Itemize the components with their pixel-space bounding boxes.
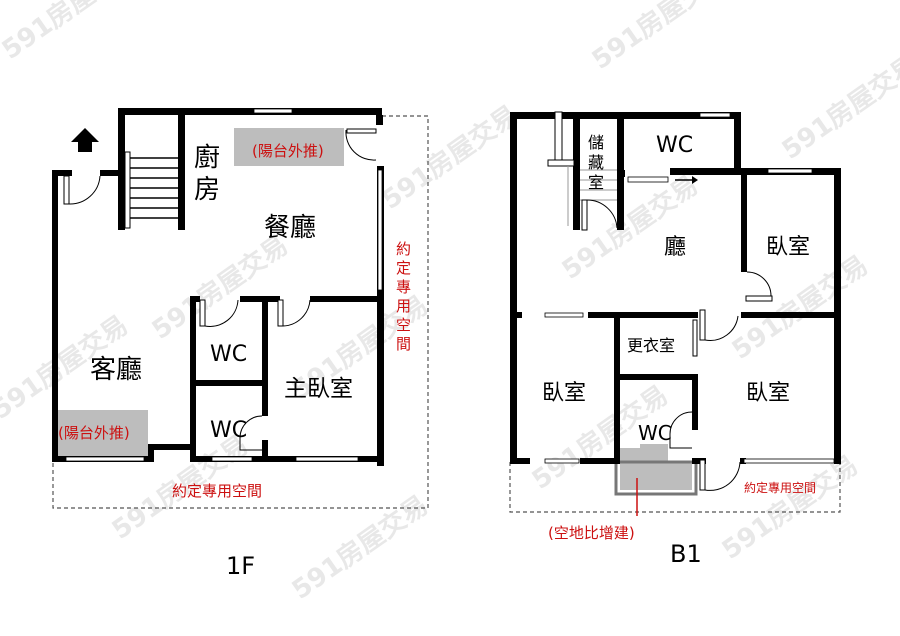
room-label-bedroom-left: 臥室 [542,381,586,406]
doors-b1 [581,199,773,491]
room-label-storage: 儲 藏 室 [588,133,604,192]
watermark: 591房屋交易 [146,230,293,346]
watermark: 591房屋交易 [376,100,523,216]
watermark: 591房屋交易 [776,50,900,166]
watermark: 591房屋交易 [286,490,433,606]
annotation-balcony-left: (陽台外推) [58,424,130,442]
annotation-exclusive-bottom: 約定專用空間 [172,482,262,500]
room-label-master-bedroom: 主臥室 [284,376,353,402]
room-label-wc-lower: WC [210,418,247,443]
window [65,456,145,462]
window [211,456,253,462]
room-label-hall: 廳 [664,235,686,260]
annotation-exclusive-right: 約 定 專 用 空 間 [396,240,411,353]
window [377,169,383,291]
floor-title-b1: B1 [670,540,702,568]
room-label-wc-top: WC [656,133,693,158]
svg-text:間: 間 [396,335,411,353]
svg-text:定: 定 [396,259,411,277]
watermark: 591房屋交易 [726,250,873,366]
walls-b1 [510,112,841,464]
room-label-bedroom-right-top: 臥室 [766,235,810,260]
annotation-exclusive-bottom-b1: 約定專用空間 [744,480,816,495]
room-label-dining: 餐廳 [264,213,316,243]
floor-plan-b1: 儲 藏 室 WC 廳 臥室 更衣室 臥室 WC 臥室 約定專用空間 (空地比增建… [509,111,841,568]
window [253,108,293,114]
svg-text:用: 用 [396,297,411,315]
floor-plan-1f: 廚 房 餐廳 客廳 WC WC 主臥室 (陽台外推) (陽台外推) 約定專用空間… [52,108,429,580]
arrow-right-icon [675,176,698,184]
svg-text:專: 專 [396,278,411,296]
room-label-kitchen: 廚 [194,143,220,173]
svg-text:空: 空 [396,316,411,334]
stairs-1f [124,151,178,229]
floor-title-1f: 1F [226,552,255,580]
svg-text:藏: 藏 [588,153,604,172]
annotation-extension: (空地比增建) [548,524,635,542]
extension-shade [620,444,692,490]
balcony-left-shade [58,410,148,456]
exclusive-area-border [52,115,429,509]
svg-text:儲: 儲 [588,133,604,152]
annotation-balcony-top: (陽台外推) [252,142,324,160]
watermark: 591房屋交易 [716,450,863,566]
watermark: 591房屋交易 [0,0,144,66]
room-label-wc-bottom: WC [638,421,672,445]
room-label-dressing-room: 更衣室 [627,336,675,355]
exclusive-area-border [509,462,841,513]
watermark: 591房屋交易 [586,0,733,76]
arrow-up-icon [71,128,99,152]
balcony-top-shade [234,128,344,166]
window [295,456,359,462]
extension-outline [614,460,698,496]
svg-text:室: 室 [588,173,604,192]
room-label-bedroom-right-bottom: 臥室 [746,381,790,406]
room-label-wc-upper: WC [210,342,247,367]
stairs-b1 [547,111,617,226]
svg-text:約: 約 [396,240,411,258]
room-label-kitchen: 房 [194,175,220,205]
doors-1f [63,128,377,451]
windows-b1 [544,112,835,464]
watermark-group: 591房屋交易 591房屋交易 591房屋交易 591房屋交易 591房屋交易 … [0,0,900,606]
room-label-living: 客廳 [90,355,142,385]
